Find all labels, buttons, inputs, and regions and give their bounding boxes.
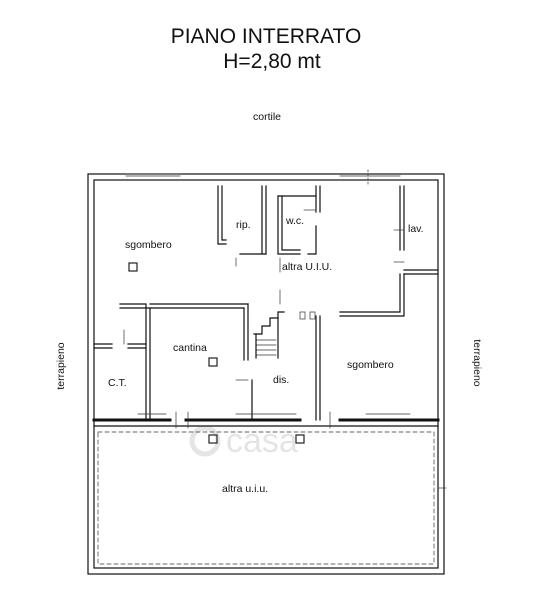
room-altra-uiu-lower: altra u.i.u. xyxy=(222,483,268,495)
room-disimpegno: dis. xyxy=(273,374,289,386)
floor-drain-icon xyxy=(128,262,138,272)
watermark: casa xyxy=(189,422,298,460)
floor-drain-icon xyxy=(208,434,218,444)
room-sgombero-left: sgombero xyxy=(125,239,172,251)
room-ct: C.T. xyxy=(108,377,127,389)
room-ripostiglio: rip. xyxy=(236,219,251,231)
floor-drain-icon xyxy=(295,434,305,444)
label-terrapieno-left: terrapieno xyxy=(55,342,67,389)
interior-walls xyxy=(92,185,440,429)
room-cantina: cantina xyxy=(173,342,207,354)
plan-title: PIANO INTERRATO xyxy=(171,25,362,48)
svg-text:casa: casa xyxy=(226,422,298,460)
floor-drain-icon xyxy=(208,357,218,367)
label-cortile: cortile xyxy=(253,111,281,123)
staircase xyxy=(253,311,285,359)
room-sgombero-right: sgombero xyxy=(347,359,394,371)
room-wc: w.c. xyxy=(285,215,304,227)
plan-height: H=2,80 mt xyxy=(223,50,321,73)
outer-walls xyxy=(87,169,447,575)
label-terrapieno-right: terrapieno xyxy=(471,339,483,386)
room-altra-uiu-upper: altra U.I.U. xyxy=(282,261,332,273)
room-lavanderia: lav. xyxy=(408,223,424,235)
